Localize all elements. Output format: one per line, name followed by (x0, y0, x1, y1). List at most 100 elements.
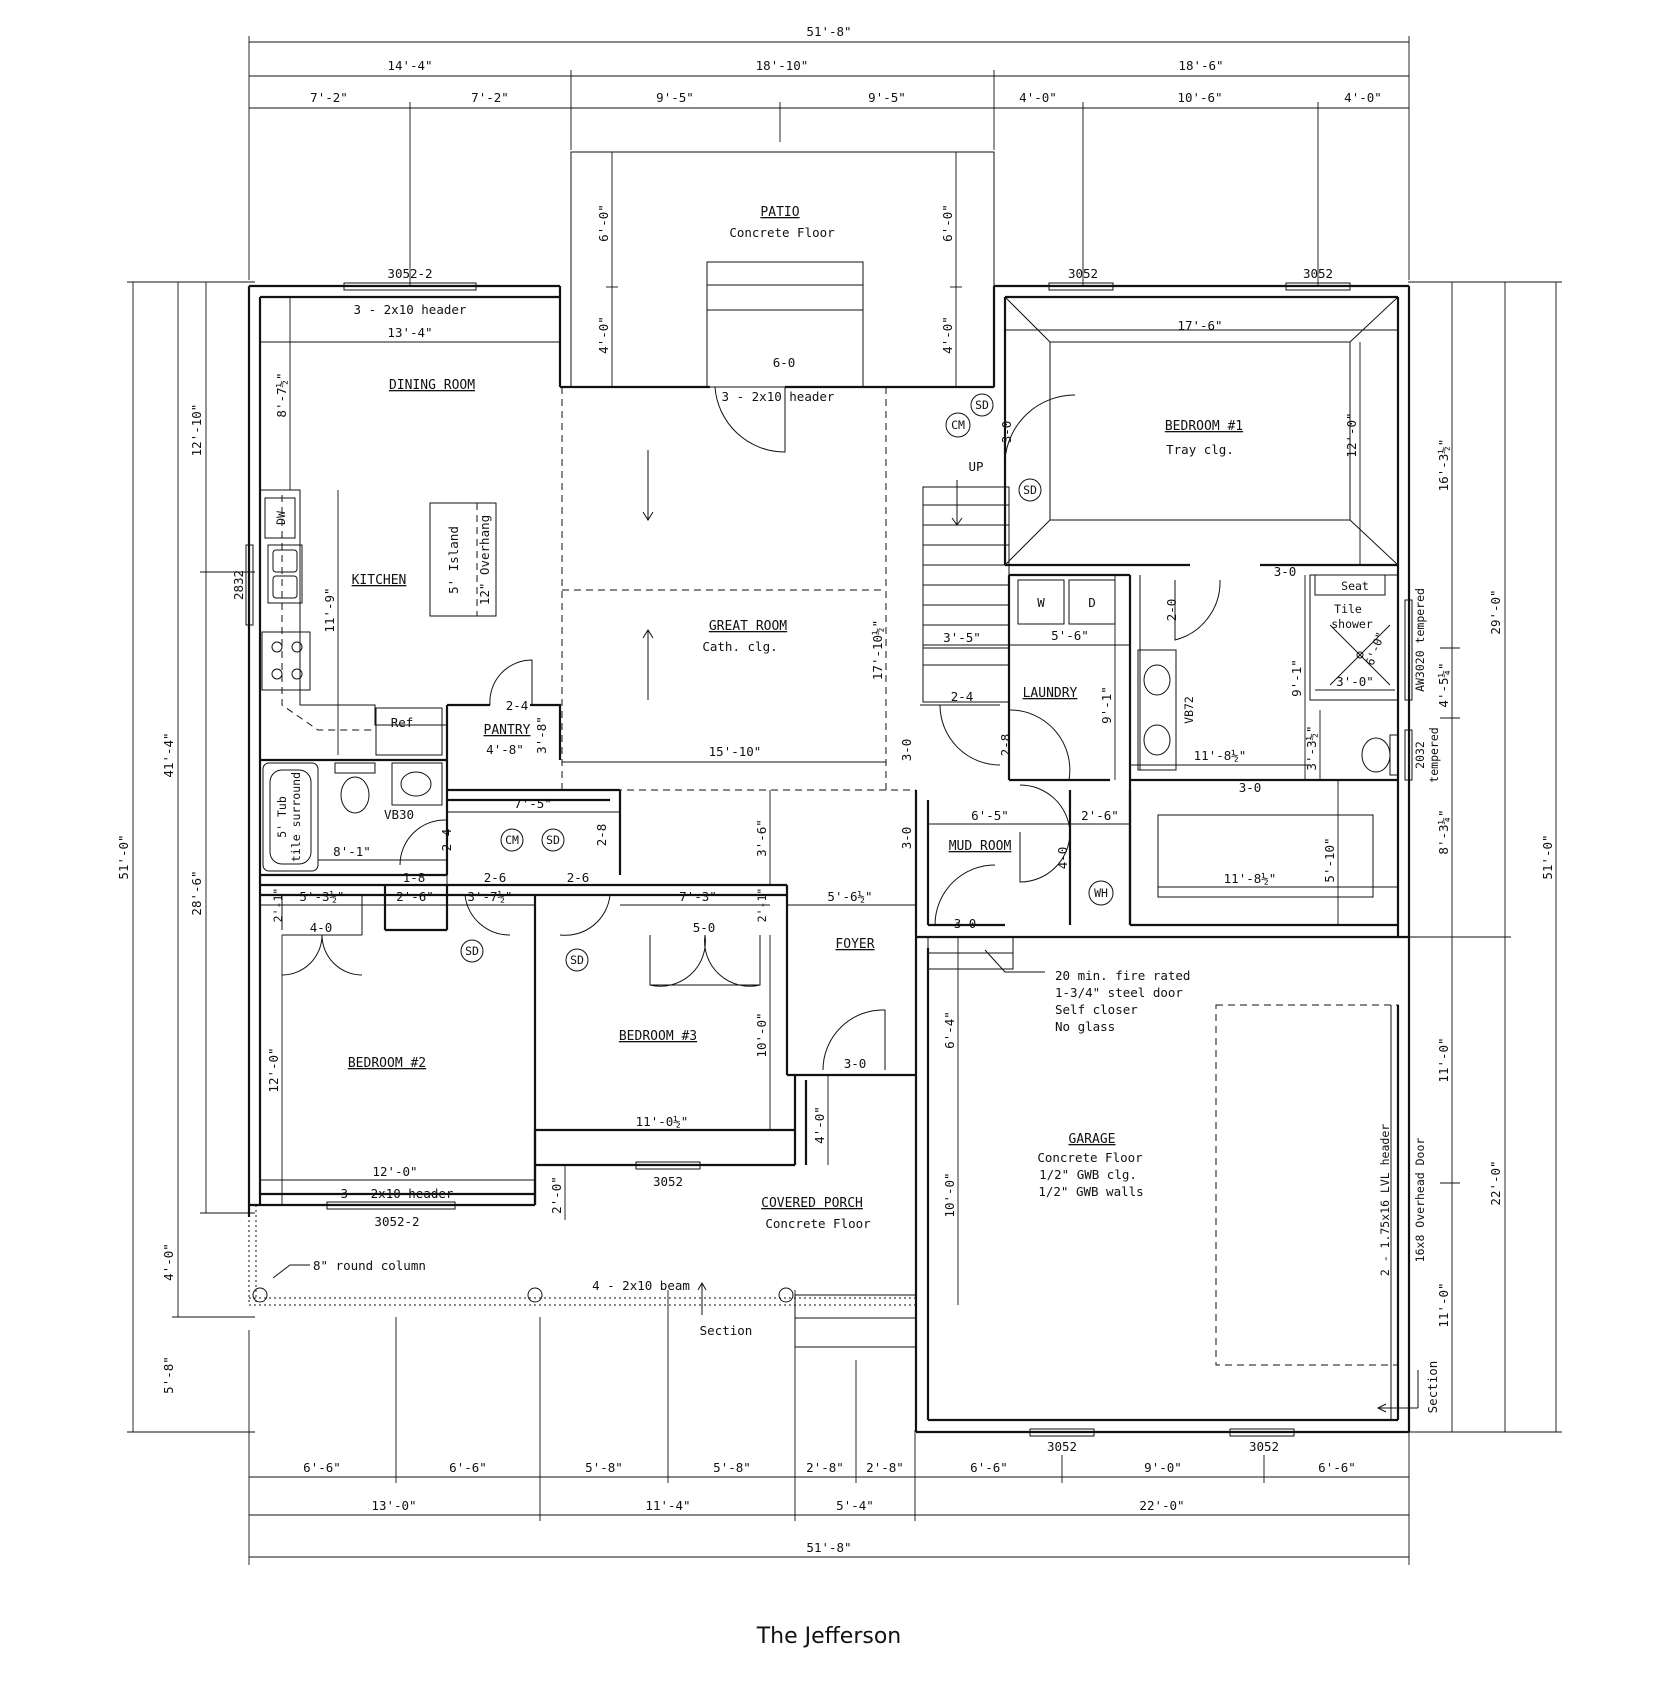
fire-note: 20 min. fire rated (1055, 968, 1190, 983)
great-room-note: Cath. clg. (702, 639, 777, 654)
dining-dim: 13'-4" (387, 325, 432, 340)
closet-dim: 2'-1" (271, 888, 285, 923)
patio-dim: 4'-0" (940, 316, 955, 354)
dining-dim: 8'-7½" (274, 372, 289, 417)
bath-door: 2-0 (1164, 599, 1179, 622)
windows: 3052-2 3052 3052 3052-2 3052 3052 3052 2… (231, 266, 1441, 1454)
closet-dim: 2'-6" (396, 889, 434, 904)
laundry-door: 2-8 (998, 734, 1013, 757)
dim-bottom-row2: 5'-4" (836, 1498, 874, 1513)
window-label: 2032 (1413, 741, 1427, 769)
foyer-label: FOYER (835, 937, 874, 952)
dim-right-mid: 29'-0" (1488, 589, 1503, 634)
garage-label: GARAGE (1069, 1132, 1116, 1147)
mud-room-dim: 2'-6" (1081, 808, 1119, 823)
dim-right-inner: 4'-5¼" (1436, 662, 1451, 707)
wc-dim: 3'-3½" (1304, 725, 1319, 770)
dim-bottom-overall: 51'-8" (806, 1540, 851, 1555)
closet-dim: 11'-8½" (1224, 871, 1277, 886)
garage-dim: 6'-4" (942, 1011, 957, 1049)
kitchen-label: KITCHEN (352, 573, 407, 588)
closet-dim: 3'-7½" (467, 889, 512, 904)
tub-label: 5' Tub (275, 796, 289, 838)
overhead-door: 16x8 Overhead Door (1413, 1138, 1427, 1263)
sd-detector: SD (570, 953, 584, 967)
closet-door: 4-0 (310, 920, 333, 935)
closet-dim: 5'-10" (1322, 837, 1337, 882)
dim-top-row3: 7'-2" (310, 90, 348, 105)
dining-kitchen: 3 - 2x10 header 13'-4" DINING ROOM 8'-7½… (260, 297, 560, 756)
window-dining (343, 282, 477, 291)
window-label: 3052-2 (387, 266, 432, 281)
dim-top-row2: 18'-6" (1178, 58, 1223, 73)
dim-bottom-row2: 13'-0" (371, 1498, 416, 1513)
window-bedroom3 (635, 1161, 701, 1170)
window-garage-b (1229, 1428, 1295, 1437)
top-dimensions: 51'-8" 14'-4" 18'-10" 18'-6" 7'-2" 7'-2"… (248, 24, 1410, 285)
pantry-label: PANTRY (484, 723, 531, 738)
dim-right-inner: 11'-0" (1436, 1282, 1451, 1327)
foyer: FOYER 3-0 4'-0" (812, 937, 886, 1165)
window-bedroom1-b (1285, 282, 1351, 291)
great-room-opening: 3-0 (899, 739, 914, 762)
dim-bottom-row1: 9'-0" (1144, 1460, 1182, 1475)
left-dimensions: 51'-0" 41'-4" 5'-8" 12'-10" 28'-6" 4'-0" (116, 281, 255, 1433)
bedroom1-label: BEDROOM #1 (1165, 419, 1243, 434)
dim-bottom-row1: 5'-8" (585, 1460, 623, 1475)
dining-label: DINING ROOM (389, 378, 475, 393)
water-heater: WH (1094, 886, 1108, 900)
refrigerator: Ref (391, 715, 414, 730)
laundry-dim: 5'-6" (1051, 628, 1089, 643)
porch-label: COVERED PORCH (761, 1196, 863, 1211)
dim-left-inner: 12'-10" (189, 404, 204, 457)
dim-bottom-row1: 5'-8" (713, 1460, 751, 1475)
patio-dim: 6'-0" (596, 204, 611, 242)
great-room-dim: 17'-10½" (870, 620, 885, 680)
patio-header: 3 - 2x10 header (722, 389, 835, 404)
patio-door-dim: 6-0 (773, 355, 796, 370)
closet-door: 2-6 (567, 870, 590, 885)
fire-note: 1-3/4" steel door (1055, 985, 1183, 1000)
dim-left-mid: 5'-8" (161, 1356, 176, 1394)
dim-right-inner: 8'-3¼" (1436, 809, 1451, 854)
hall-dim: 3'-6" (754, 819, 769, 857)
great-room: GREAT ROOM Cath. clg. 15'-10" 17'-10½" 3… (447, 387, 916, 791)
cm-detector: CM (951, 418, 965, 432)
laundry-label: LAUNDRY (1023, 686, 1078, 701)
washer: W (1037, 595, 1045, 610)
closet-dim: 2'-1" (755, 888, 769, 923)
bath-door: 3-0 (1274, 564, 1297, 579)
lvl-header: 2 - 1.75x16 LVL header (1378, 1124, 1392, 1276)
dim-top-row3: 10'-6" (1177, 90, 1222, 105)
linen-door: 1-8 (403, 870, 426, 885)
bedroom-2: 4-0 BEDROOM #2 12'-0" 12'-0" 3 - 2x10 he… (260, 895, 537, 1205)
master-bath: VB72 2-0 Seat Tile shower 3'-0" 6'-0" 9'… (1130, 574, 1399, 795)
bedroom2-header: 3 - 2x10 header (341, 1186, 454, 1201)
sd-detector: SD (1023, 483, 1037, 497)
bedroom1-dim: 12'-0" (1344, 412, 1359, 457)
bedroom2-dim: 12'-0" (372, 1164, 417, 1179)
patio: PATIO Concrete Floor 6'-0" 4'-0" 6'-0" 4… (570, 151, 995, 453)
laundry-door: 2-4 (951, 689, 974, 704)
garage-note: 1/2" GWB clg. (1039, 1167, 1137, 1182)
garage-note: Concrete Floor (1037, 1150, 1143, 1165)
porch-dim: 4'-0" (812, 1106, 827, 1144)
island-label: 5' Island (446, 526, 461, 594)
garage-dim: 10'-0" (942, 1172, 957, 1217)
fire-note: Self closer (1055, 1002, 1138, 1017)
window-bedroom1-a (1048, 282, 1114, 291)
hall-opening: 2-8 (594, 824, 609, 847)
bedroom-1: 17'-6" BEDROOM #1 Tray clg. 12'-0" 3-0 3… (999, 296, 1399, 579)
closet-door: 5-0 (693, 920, 716, 935)
window-kitchen (245, 544, 254, 626)
covered-porch: 8" round column 4 - 2x10 beam Section CO… (248, 1165, 916, 1338)
window-label: 3052 (1068, 266, 1098, 281)
dim-bottom-row1: 2'-8" (866, 1460, 904, 1475)
garage-door: 3-0 (954, 916, 977, 931)
bedroom3-label: BEDROOM #3 (619, 1029, 697, 1044)
bottom-dimensions: 6'-6" 6'-6" 5'-8" 5'-8" 2'-8" 2'-8" 6'-6… (248, 1290, 1410, 1565)
shower-label: shower (1331, 617, 1373, 631)
window-label: 3052 (653, 1174, 683, 1189)
closet-dim: 7'-3" (679, 889, 717, 904)
dim-bottom-row1: 2'-8" (806, 1460, 844, 1475)
